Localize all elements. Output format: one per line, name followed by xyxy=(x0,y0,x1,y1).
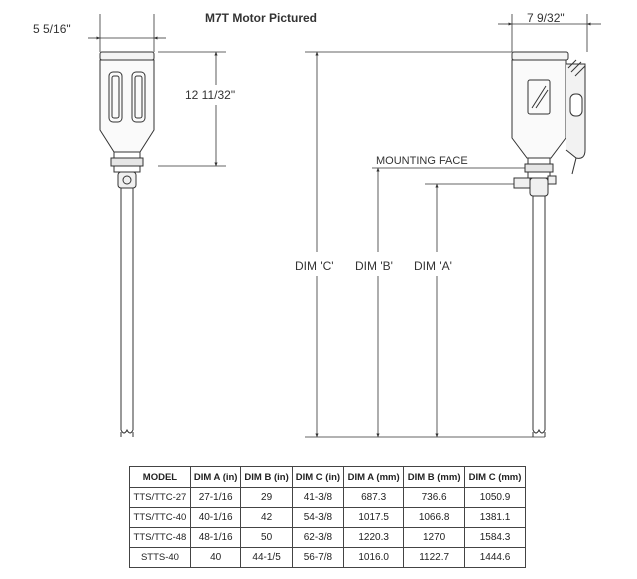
cell-dim-b-in: 42 xyxy=(240,507,293,528)
drawing-title: M7T Motor Pictured xyxy=(205,11,317,25)
motor-height-dimension xyxy=(158,51,226,167)
dim-c-label: DIM 'C' xyxy=(295,259,334,273)
cell-dim-c-mm: 1381.1 xyxy=(464,507,526,528)
cell-dim-c-mm: 1444.6 xyxy=(464,547,526,568)
header-dim-b-in: DIM B (in) xyxy=(240,466,293,488)
width-left-label: 5 5/16" xyxy=(33,22,71,36)
cell-dim-a-in: 40 xyxy=(189,547,242,568)
width-right-label: 7 9/32" xyxy=(527,11,565,25)
cell-dim-b-in: 29 xyxy=(240,487,293,508)
cell-dim-b-mm: 1270 xyxy=(403,527,466,548)
cell-dim-a-in: 40-1/16 xyxy=(189,507,242,528)
cell-dim-c-mm: 1584.3 xyxy=(464,527,526,548)
cell-dim-a-mm: 687.3 xyxy=(343,487,405,508)
header-dim-a-mm: DIM A (mm) xyxy=(343,466,405,488)
dimension-extension-lines xyxy=(305,51,545,438)
cell-dim-b-mm: 1122.7 xyxy=(403,547,466,568)
cell-dim-a-mm: 1016.0 xyxy=(343,547,405,568)
cell-model: STTS-40 xyxy=(129,547,191,568)
header-dim-c-mm: DIM C (mm) xyxy=(464,466,526,488)
cell-dim-c-mm: 1050.9 xyxy=(464,487,526,508)
dimensions-table: MODEL DIM A (in) DIM B (in) DIM C (in) D… xyxy=(129,466,526,568)
cell-dim-a-mm: 1017.5 xyxy=(343,507,405,528)
header-dim-a-in: DIM A (in) xyxy=(189,466,242,488)
header-dim-c-in: DIM C (in) xyxy=(291,466,345,488)
cell-dim-b-mm: 1066.8 xyxy=(403,507,466,528)
width-dimension-left xyxy=(88,14,166,52)
cell-dim-a-in: 48-1/16 xyxy=(189,527,242,548)
cell-dim-c-in: 56-7/8 xyxy=(291,547,345,568)
table-row: TTS/TTC-48 48-1/16 50 62-3/8 1220.3 1270… xyxy=(129,527,526,548)
header-model: MODEL xyxy=(129,466,191,488)
table-header-row: MODEL DIM A (in) DIM B (in) DIM C (in) D… xyxy=(129,466,526,488)
header-dim-b-mm: DIM B (mm) xyxy=(403,466,466,488)
cell-model: TTS/TTC-48 xyxy=(129,527,191,548)
cell-dim-a-in: 27-1/16 xyxy=(189,487,242,508)
motor-height-label: 12 11/32" xyxy=(185,88,235,102)
left-pump-front-view xyxy=(99,51,155,437)
cell-dim-c-in: 62-3/8 xyxy=(291,527,345,548)
table-row: TTS/TTC-40 40-1/16 42 54-3/8 1017.5 1066… xyxy=(129,507,526,528)
width-dimension-right xyxy=(498,14,601,52)
table-row: STTS-40 40 44-1/5 56-7/8 1016.0 1122.7 1… xyxy=(129,547,526,568)
cell-model: TTS/TTC-40 xyxy=(129,507,191,528)
cell-dim-c-in: 41-3/8 xyxy=(291,487,345,508)
cell-dim-c-in: 54-3/8 xyxy=(291,507,345,528)
cell-model: TTS/TTC-27 xyxy=(129,487,191,508)
mounting-face-label: MOUNTING FACE xyxy=(376,155,468,167)
dim-a-label: DIM 'A' xyxy=(414,259,452,273)
dim-b-label: DIM 'B' xyxy=(355,259,393,273)
cell-dim-a-mm: 1220.3 xyxy=(343,527,405,548)
cell-dim-b-in: 44-1/5 xyxy=(240,547,293,568)
cell-dim-b-in: 50 xyxy=(240,527,293,548)
table-row: TTS/TTC-27 27-1/16 29 41-3/8 687.3 736.6… xyxy=(129,487,526,508)
cell-dim-b-mm: 736.6 xyxy=(403,487,466,508)
right-pump-side-view xyxy=(511,51,586,437)
